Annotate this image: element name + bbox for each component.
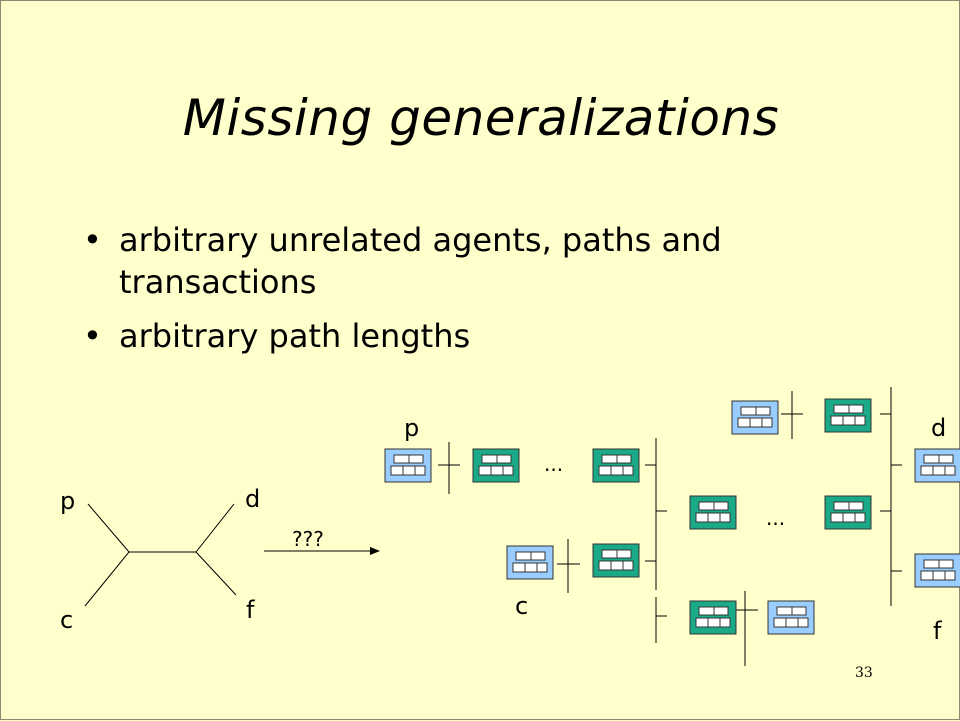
network-lines [438, 387, 902, 666]
network-blocks [384, 398, 960, 635]
network-label-d: d [931, 414, 946, 442]
page-number: 33 [855, 665, 873, 681]
tree-edge-d [195, 503, 235, 553]
bullet-text: arbitrary path lengths [119, 317, 471, 355]
tree-edge-c [84, 551, 130, 607]
slide-title: Missing generalizations [182, 89, 780, 147]
green-block [592, 543, 640, 578]
bullet-item: • arbitrary unrelated agents, paths and … [83, 219, 913, 303]
tree-label-f: f [246, 596, 255, 624]
tree-label-c: c [60, 606, 73, 634]
network-label-p: p [404, 414, 419, 442]
green-block [689, 495, 737, 530]
tree-edge-f [195, 551, 237, 596]
blue-block [767, 600, 815, 635]
arrow-label: ??? [292, 527, 324, 551]
blue-block [731, 400, 779, 435]
tree-label-p: p [60, 487, 75, 515]
green-block [592, 448, 640, 483]
bullet-icon: • [83, 221, 102, 259]
blue-block [384, 448, 432, 483]
bullet-item: • arbitrary path lengths [83, 315, 913, 357]
green-block [824, 398, 872, 433]
bullet-list: • arbitrary unrelated agents, paths and … [83, 219, 913, 369]
bullet-icon: • [83, 317, 102, 355]
ellipsis-middle: ... [766, 506, 785, 530]
network-label-f: f [933, 617, 942, 645]
blue-block [914, 553, 960, 588]
simple-tree [84, 503, 237, 607]
green-block [689, 600, 737, 635]
tree-label-d: d [245, 485, 260, 513]
green-block [472, 448, 520, 483]
blue-block [506, 545, 554, 580]
tree-edge-p [87, 503, 130, 553]
green-block [824, 495, 872, 530]
blue-block [914, 448, 960, 483]
bullet-text: arbitrary unrelated agents, paths and tr… [119, 221, 722, 301]
network-label-c: c [515, 592, 528, 620]
ellipsis-top: ... [544, 452, 563, 476]
